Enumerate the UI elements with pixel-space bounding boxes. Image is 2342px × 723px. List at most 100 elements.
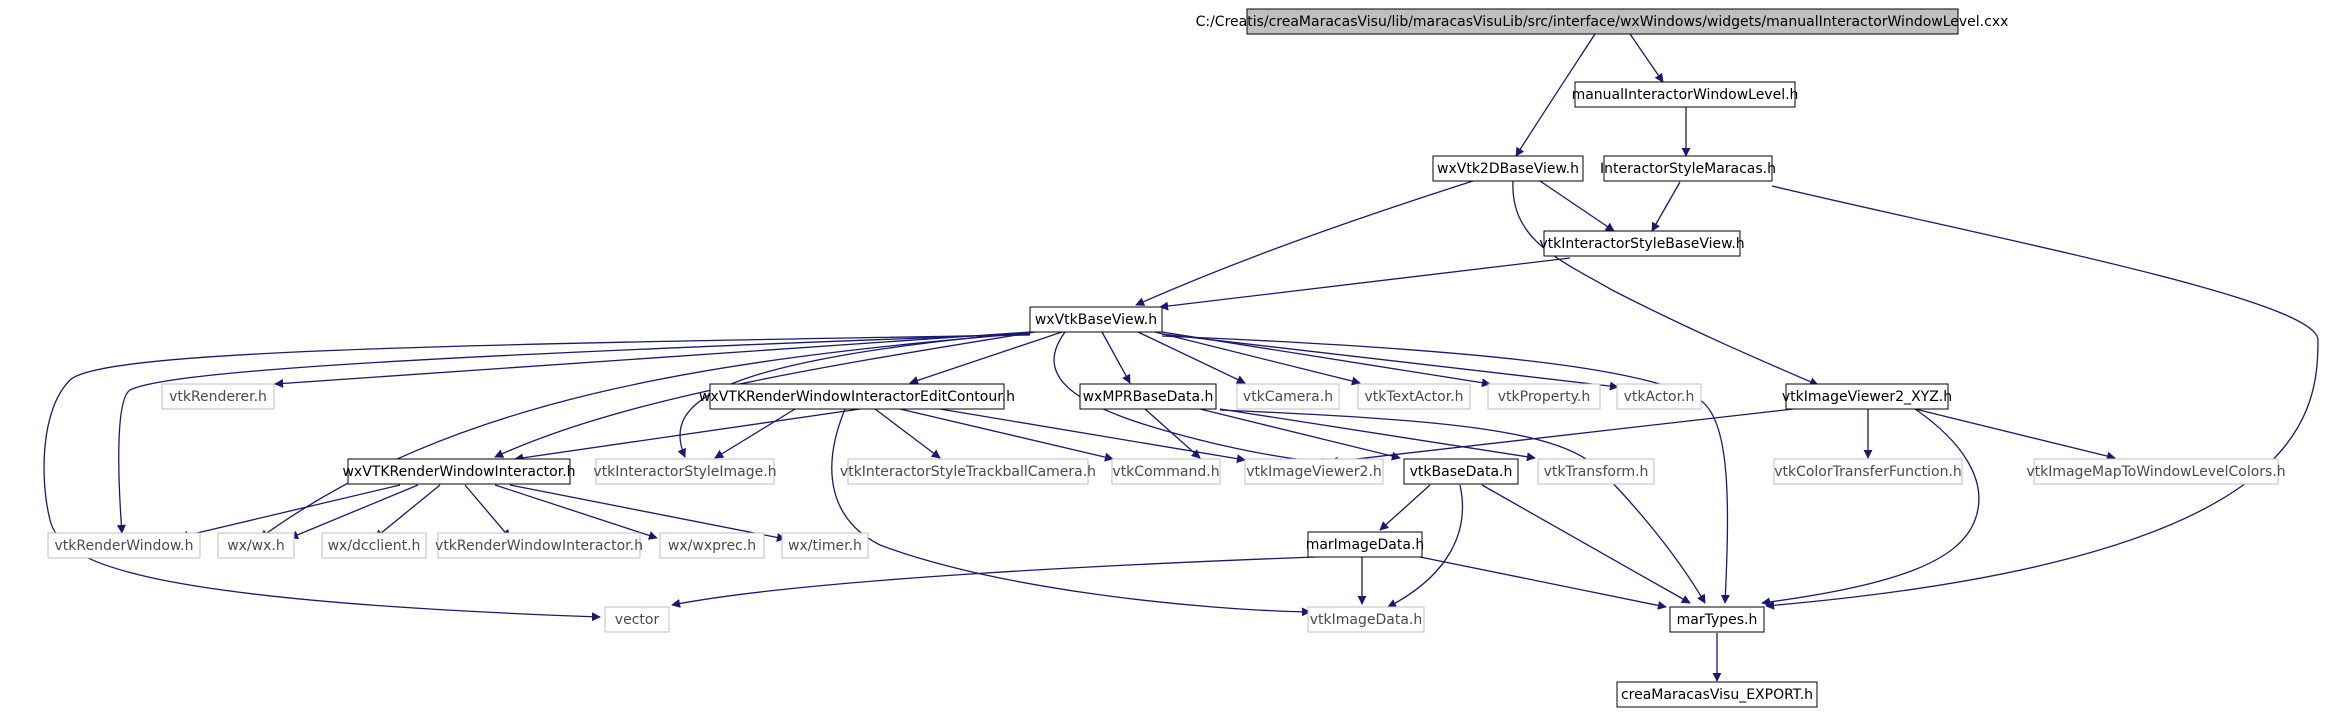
node-vtkTextActor[interactable]: vtkTextActor.h (1357, 383, 1471, 410)
edge-wxMPRBaseData-to-vtkImageViewer2 (1144, 408, 1201, 459)
edge-root-to-manualInteractorWindowLevel (1629, 33, 1664, 83)
node-vtkInteractorStyleTrackballCamera[interactable]: vtkInteractorStyleTrackballCamera.h (840, 458, 1096, 485)
edge-wxVtk2DBaseView-to-vtkInteractorStyleBaseView (1539, 180, 1615, 232)
node-vector[interactable]: vector (604, 606, 670, 633)
edge-EditContour-to-vtkInteractorStyleImage (714, 408, 796, 459)
edge-vtkBaseData-to-marTypes (1481, 484, 1691, 604)
edge-EditContour-to-vtkCommand (899, 408, 1114, 462)
edge-marImageData-to-marTypes (1419, 556, 1667, 610)
node-label: C:/Creatis/creaMaracasVisu/lib/maracasVi… (1196, 14, 2009, 30)
node-vtkColorTransferFunction[interactable]: vtkColorTransferFunction.h (1773, 458, 1963, 485)
edge-EditContour-to-vtkInteractorStyleTrackballCamera (874, 408, 941, 459)
node-label: vtkProperty.h (1498, 389, 1590, 405)
node-label: InteractorStyleMaracas.h (1600, 161, 1776, 177)
node-label: vtkInteractorStyleBaseView.h (1539, 236, 1744, 252)
node-creaMaracasVisu_EXPORT[interactable]: creaMaracasVisu_EXPORT.h (1616, 681, 1818, 708)
node-label: vtkCommand.h (1112, 464, 1219, 480)
edge-marImageData-to-vector (671, 556, 1316, 608)
edge-wxVtkBaseView-to-vtkRenderer (274, 331, 1031, 388)
node-vtkActor[interactable]: vtkActor.h (1616, 383, 1702, 410)
edge-root-to-wxVtk2DBaseView (1515, 33, 1596, 157)
node-label: vtkTransform.h (1544, 464, 1649, 480)
node-marImageData[interactable]: marImageData.h (1306, 531, 1425, 558)
node-label: wxVTKRenderWindowInteractorEditContour.h (699, 389, 1015, 405)
edge-wxVTKRWI-to-wxwx (289, 484, 419, 540)
node-vtkRenderWindowInteractor[interactable]: vtkRenderWindowInteractor.h (435, 532, 643, 559)
node-wxVtkBaseView[interactable]: wxVtkBaseView.h (1029, 306, 1163, 333)
edge-wxVtkBaseView-to-vtkRenderWindow (116, 333, 1031, 534)
edge-wxVtkBaseView-to-EditContour (909, 331, 1063, 385)
node-wxdcclient[interactable]: wx/dcclient.h (321, 532, 427, 559)
edge-wxMPRBaseData-to-vtkBaseData (1199, 408, 1401, 461)
edge-wxVTKRWI-to-vtkRenderWindow (179, 484, 401, 540)
node-label: wxVTKRenderWindowInteractor.h (342, 464, 575, 480)
node-label: vtkActor.h (1624, 389, 1695, 405)
edge-vtkImageViewer2_XYZ-to-vtkImageViewer2 (1329, 408, 1794, 466)
node-marTypes[interactable]: marTypes.h (1669, 606, 1765, 633)
node-label: vtkInteractorStyleImage.h (593, 464, 776, 480)
edge-vtkInteractorStyleBaseView-to-wxVtkBaseView (1159, 257, 1571, 311)
edge-InteractorStyleMaracas-to-vtkInteractorStyleBaseView (1651, 181, 1681, 232)
edge-wxVTKRWI-to-wxtimer (509, 484, 786, 542)
node-label: wx/dcclient.h (328, 538, 421, 554)
node-vtkImageMapToWindowLevelColors[interactable]: vtkImageMapToWindowLevelColors.h (2026, 458, 2286, 485)
node-label: vtkRenderWindowInteractor.h (435, 538, 643, 554)
edge-EditContour-to-wxVTKRenderWindowInteractor (514, 408, 861, 463)
node-label: creaMaracasVisu_EXPORT.h (1621, 687, 1813, 703)
node-label: vtkRenderWindow.h (55, 538, 194, 554)
edge-vtkBaseData-to-marImageData (1379, 484, 1431, 531)
edge-wxVTKRWI-to-vtkRenderWindowInteractor (464, 484, 511, 539)
node-label: vtkImageViewer2_XYZ.h (1782, 389, 1952, 405)
dependency-edges (43, 33, 2319, 682)
edge-InteractorStyleMaracas-to-marTypes (1765, 185, 2319, 610)
edge-wxVTKRWI-to-wxdcclient (374, 484, 441, 539)
node-vtkCamera[interactable]: vtkCamera.h (1236, 383, 1340, 410)
edge-wxVtkBaseView-to-vector (43, 334, 1031, 622)
edge-wxVtk2DBaseView-to-wxVtkBaseView (1135, 180, 1474, 306)
node-manualInteractorWindowLevel[interactable]: manualInteractorWindowLevel.h (1572, 81, 1799, 108)
node-label: wx/timer.h (788, 538, 862, 554)
node-root-file[interactable]: C:/Creatis/creaMaracasVisu/lib/maracasVi… (1196, 8, 2009, 35)
node-vtkCommand[interactable]: vtkCommand.h (1111, 458, 1221, 485)
node-label: vtkRenderer.h (169, 389, 267, 405)
node-vtkImageData[interactable]: vtkImageData.h (1307, 606, 1425, 633)
node-wxVtk2DBaseView[interactable]: wxVtk2DBaseView.h (1432, 155, 1584, 182)
node-label: wxVtk2DBaseView.h (1437, 161, 1579, 177)
edge-wxMPRBaseData-to-vtkTransform (1219, 408, 1536, 462)
node-vtkTransform[interactable]: vtkTransform.h (1537, 458, 1655, 485)
node-vtkInteractorStyleBaseView[interactable]: vtkInteractorStyleBaseView.h (1539, 230, 1745, 257)
node-label: wxMPRBaseData.h (1083, 389, 1214, 405)
node-label: vtkInteractorStyleTrackballCamera.h (840, 464, 1096, 480)
edge-wxVtk2DBaseView-to-vtkImageViewer2_XYZ (1512, 180, 1819, 386)
node-label: wx/wxprec.h (668, 538, 756, 554)
edge-wxVtkBaseView-to-vtkCamera (1137, 331, 1246, 384)
node-vtkProperty[interactable]: vtkProperty.h (1487, 383, 1601, 410)
node-label: vtkImageData.h (1310, 612, 1422, 628)
node-wxVTKRenderWindowInteractorEditContour[interactable]: wxVTKRenderWindowInteractorEditContour.h (699, 383, 1015, 410)
edge-wxVtkBaseView-to-wxwx (259, 332, 1031, 539)
node-label: vtkImageViewer2.h (1246, 464, 1382, 480)
node-wxtimer[interactable]: wx/timer.h (781, 532, 869, 559)
node-vtkImageViewer2_XYZ[interactable]: vtkImageViewer2_XYZ.h (1782, 383, 1952, 410)
node-label: wx/wx.h (227, 538, 285, 554)
node-label: marTypes.h (1677, 612, 1758, 628)
node-vtkRenderer[interactable]: vtkRenderer.h (161, 383, 275, 410)
dependency-nodes: C:/Creatis/creaMaracasVisu/lib/maracasVi… (47, 8, 2286, 708)
edge-wxVtkBaseView-to-vtkTextActor (1154, 331, 1361, 386)
node-label: marImageData.h (1306, 537, 1425, 553)
node-label: vtkCamera.h (1243, 389, 1333, 405)
node-InteractorStyleMaracas[interactable]: InteractorStyleMaracas.h (1600, 155, 1776, 182)
node-vtkImageViewer2[interactable]: vtkImageViewer2.h (1244, 458, 1384, 485)
node-vtkBaseData[interactable]: vtkBaseData.h (1403, 458, 1519, 485)
node-vtkInteractorStyleImage[interactable]: vtkInteractorStyleImage.h (593, 458, 777, 485)
node-wxMPRBaseData[interactable]: wxMPRBaseData.h (1079, 383, 1217, 410)
node-label: vtkImageMapToWindowLevelColors.h (2026, 464, 2285, 480)
node-wxwxprec[interactable]: wx/wxprec.h (659, 532, 765, 559)
node-wxwx[interactable]: wx/wx.h (217, 532, 295, 559)
edge-wxVtkBaseView-to-vtkActor (1161, 333, 1619, 391)
node-wxVTKRenderWindowInteractor[interactable]: wxVTKRenderWindowInteractor.h (342, 458, 576, 485)
edge-vtkBaseData-to-vtkImageData (1387, 484, 1464, 608)
edge-wxVtkBaseView-to-wxMPRBaseData (1101, 331, 1131, 384)
node-vtkRenderWindow[interactable]: vtkRenderWindow.h (47, 532, 201, 559)
